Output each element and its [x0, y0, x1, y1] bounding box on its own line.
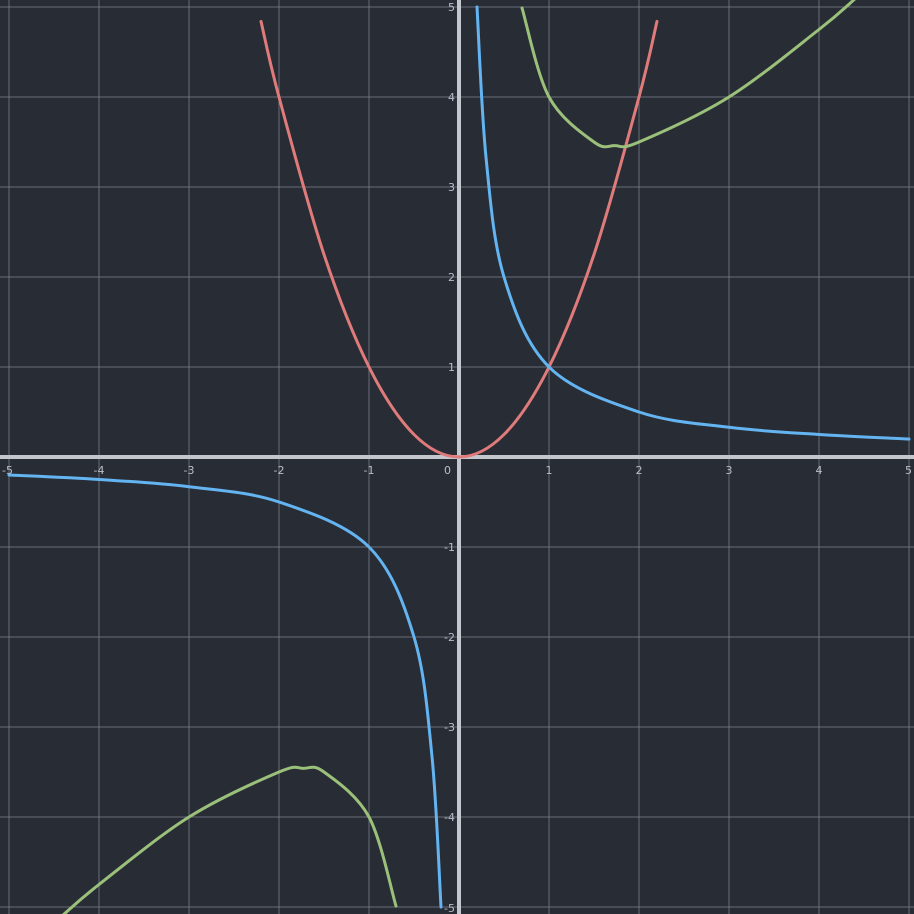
- series-2-curve: [475, 5, 911, 441]
- y-tick-label: 2: [448, 271, 455, 284]
- y-tick-label: -2: [444, 631, 455, 644]
- x-tick-label: -2: [274, 464, 285, 477]
- x-tick-label: 3: [726, 464, 733, 477]
- x-tick-label: -5: [2, 464, 13, 477]
- series-1-curve: [259, 19, 659, 459]
- x-tick-label: -3: [184, 464, 195, 477]
- y-tick-label: 1: [448, 361, 455, 374]
- x-tick-label: 0: [444, 464, 451, 477]
- y-tick-label: -1: [444, 541, 455, 554]
- y-tick-label: 5: [448, 1, 455, 14]
- y-tick-label: 4: [448, 91, 455, 104]
- curves: [7, 0, 911, 914]
- x-tick-label: 5: [905, 464, 912, 477]
- y-tick-label: -4: [444, 811, 455, 824]
- series-3-curve: [61, 765, 398, 914]
- x-tick-label: -4: [94, 464, 105, 477]
- x-tick-label: 2: [636, 464, 643, 477]
- x-tick-label: -1: [364, 464, 375, 477]
- x-tick-label: 1: [546, 464, 553, 477]
- series-2-curve: [7, 473, 443, 909]
- x-tick-label: 4: [816, 464, 823, 477]
- y-tick-label: -3: [444, 721, 455, 734]
- y-tick-label: 3: [448, 181, 455, 194]
- series-3-curve: [520, 0, 857, 149]
- y-tick-label: -5: [444, 902, 455, 914]
